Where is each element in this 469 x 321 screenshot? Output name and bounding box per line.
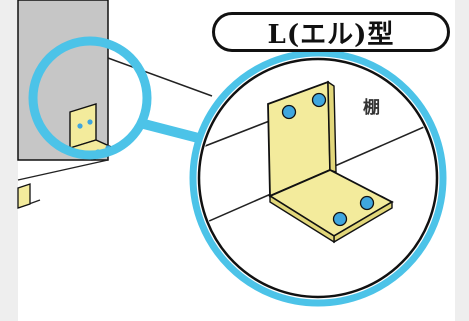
connector-band: [139, 119, 211, 145]
screw-hole-icon: [311, 92, 327, 108]
bracket-type-label: L(エル)型: [212, 12, 450, 52]
screw-hole-icon: [332, 211, 348, 227]
small-highlight-ring: [28, 36, 152, 160]
magnified-circle-border: [197, 57, 439, 299]
shelf-label: 棚: [363, 98, 380, 118]
screw-hole-icon: [281, 104, 297, 120]
partial-bracket-left: [17, 183, 31, 209]
right-edge-shadow: [455, 0, 469, 321]
floor-line-left: [107, 57, 213, 97]
floor-line-bottom: [17, 159, 109, 181]
screw-hole-icon: [359, 195, 375, 211]
left-edge-shadow: [0, 0, 18, 321]
magnified-wall-line: [201, 119, 273, 149]
